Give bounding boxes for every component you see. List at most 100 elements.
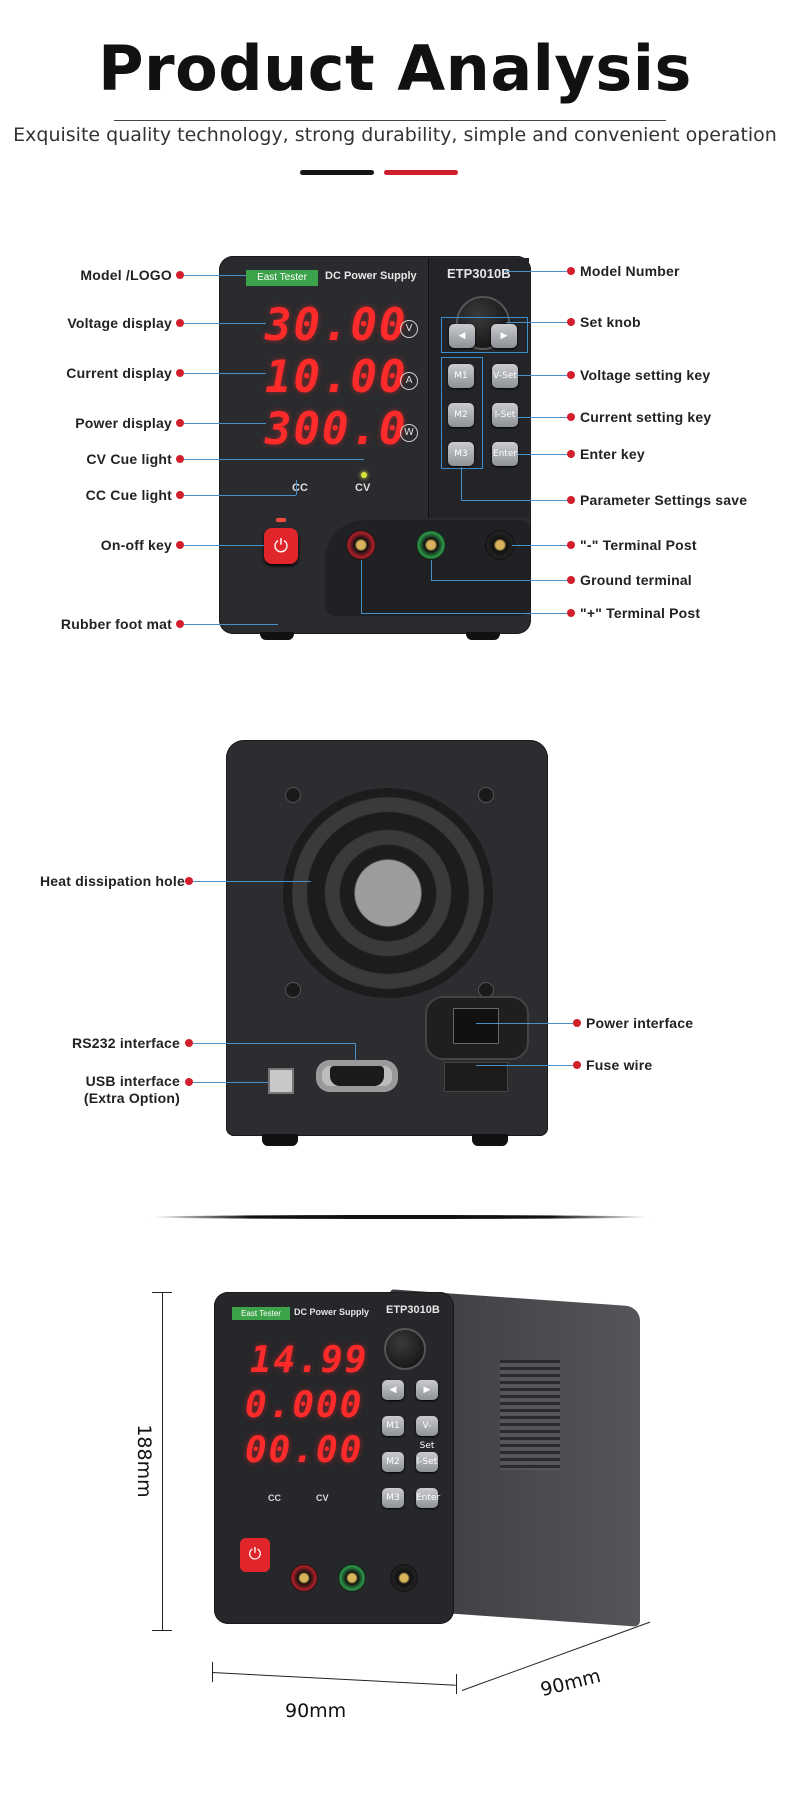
marker-dot — [185, 1039, 193, 1047]
leader-line — [518, 454, 567, 455]
label-plus-post: "+" Terminal Post — [580, 605, 701, 621]
section-divider — [150, 1215, 650, 1219]
m3-key[interactable]: M3 — [448, 442, 474, 466]
cv-led-icon — [361, 472, 367, 478]
height-tick-bottom — [152, 1630, 172, 1631]
label-cc-cue: CC Cue light — [85, 487, 172, 503]
side-m2-key[interactable]: M2 — [382, 1452, 404, 1472]
iset-key[interactable]: I-Set — [492, 403, 518, 427]
side-vset-key[interactable]: V-Set — [416, 1416, 438, 1451]
page-subtitle: Exquisite quality technology, strong dur… — [13, 124, 777, 146]
vent-slots — [500, 1360, 560, 1470]
label-fuse: Fuse wire — [586, 1057, 653, 1073]
leader-line — [361, 560, 362, 613]
side-cc-label: CC — [268, 1493, 281, 1503]
screw-icon — [478, 787, 494, 803]
depth-dimension-label: 90mm — [538, 1664, 603, 1702]
leader-line — [184, 323, 266, 324]
title-divider — [114, 120, 666, 121]
power-indicator-icon — [276, 518, 286, 522]
leader-line — [296, 480, 297, 495]
fuse-holder[interactable] — [444, 1062, 508, 1092]
marker-dot — [567, 318, 575, 326]
plus-terminal-post[interactable] — [346, 530, 376, 560]
side-ground-post[interactable] — [338, 1564, 366, 1592]
m2-key[interactable]: M2 — [448, 403, 474, 427]
leader-line — [184, 423, 266, 424]
side-minus-post[interactable] — [390, 1564, 418, 1592]
side-onoff-key[interactable]: ⏻ — [240, 1538, 270, 1572]
minus-terminal-post[interactable] — [485, 530, 515, 560]
side-m1-key[interactable]: M1 — [382, 1416, 404, 1436]
leader-line — [184, 495, 296, 496]
memory-keys-frame — [441, 357, 483, 469]
cv-label: CV — [355, 482, 371, 494]
brand-logo: East Tester — [246, 270, 318, 286]
left-arrow-key[interactable]: ◀ — [449, 324, 475, 348]
power-readout: 300.0 — [265, 404, 408, 455]
marker-dot — [567, 450, 575, 458]
marker-dot — [185, 877, 193, 885]
label-voltage-key: Voltage setting key — [580, 367, 711, 383]
leader-line — [193, 1043, 355, 1044]
cc-label: CC — [292, 482, 308, 494]
rubber-foot — [472, 1134, 508, 1146]
side-enter-key[interactable]: Enter — [416, 1488, 440, 1508]
vset-key[interactable]: V-Set — [492, 364, 518, 388]
label-usb: USB interface — [85, 1073, 180, 1089]
side-cv-label: CV — [316, 1493, 329, 1503]
marker-dot — [567, 413, 575, 421]
watt-unit-icon: W — [400, 424, 418, 442]
marker-dot — [567, 371, 575, 379]
enter-key[interactable]: Enter — [492, 442, 518, 466]
marker-dot — [567, 541, 575, 549]
leader-line — [461, 467, 462, 500]
label-power-display: Power display — [75, 415, 172, 431]
onoff-key[interactable]: ⏻ — [264, 528, 298, 564]
leader-line — [431, 560, 432, 580]
label-rs232: RS232 interface — [71, 1035, 180, 1051]
dimension-view: East Tester DC Power Supply ETP3010B 14.… — [0, 1280, 790, 1800]
leader-line — [184, 275, 246, 276]
voltage-readout: 30.00 — [265, 300, 408, 351]
side-left-key[interactable]: ◀ — [382, 1380, 404, 1400]
label-enter-key: Enter key — [580, 446, 645, 462]
marker-dot — [176, 319, 184, 327]
current-readout: 10.00 — [265, 352, 408, 403]
label-usb-note: (Extra Option) — [83, 1090, 180, 1106]
leader-line — [184, 624, 278, 625]
side-plus-post[interactable] — [290, 1564, 318, 1592]
marker-dot — [176, 455, 184, 463]
width-tick-left — [212, 1662, 213, 1682]
page-title: Product Analysis — [98, 32, 692, 105]
leader-line — [512, 545, 567, 546]
usb-port[interactable] — [268, 1068, 294, 1094]
leader-line — [476, 1065, 573, 1066]
side-set-knob[interactable] — [384, 1328, 426, 1370]
label-model-logo: Model /LOGO — [80, 267, 172, 283]
arrow-keys-frame — [441, 317, 528, 353]
screw-icon — [285, 787, 301, 803]
leader-line — [461, 500, 567, 501]
ground-terminal-post[interactable] — [416, 530, 446, 560]
leader-line — [518, 417, 567, 418]
marker-dot — [176, 369, 184, 377]
rubber-foot — [260, 632, 294, 640]
width-dimension-label: 90mm — [285, 1700, 347, 1722]
right-arrow-key[interactable]: ▶ — [491, 324, 517, 348]
marker-dot — [176, 541, 184, 549]
volt-unit-icon: V — [400, 320, 418, 338]
side-iset-key[interactable]: I-Set — [416, 1452, 438, 1472]
marker-dot — [176, 271, 184, 279]
leader-line — [193, 1082, 268, 1083]
m1-key[interactable]: M1 — [448, 364, 474, 388]
width-tick-right — [456, 1674, 457, 1694]
side-m3-key[interactable]: M3 — [382, 1488, 404, 1508]
leader-line — [361, 613, 567, 614]
side-current-readout: 0.000 — [245, 1385, 364, 1426]
leader-line — [505, 271, 567, 272]
rubber-foot — [466, 632, 500, 640]
width-dimension-line — [211, 1672, 456, 1686]
side-brand-logo: East Tester — [232, 1307, 290, 1320]
side-right-key[interactable]: ▶ — [416, 1380, 438, 1400]
